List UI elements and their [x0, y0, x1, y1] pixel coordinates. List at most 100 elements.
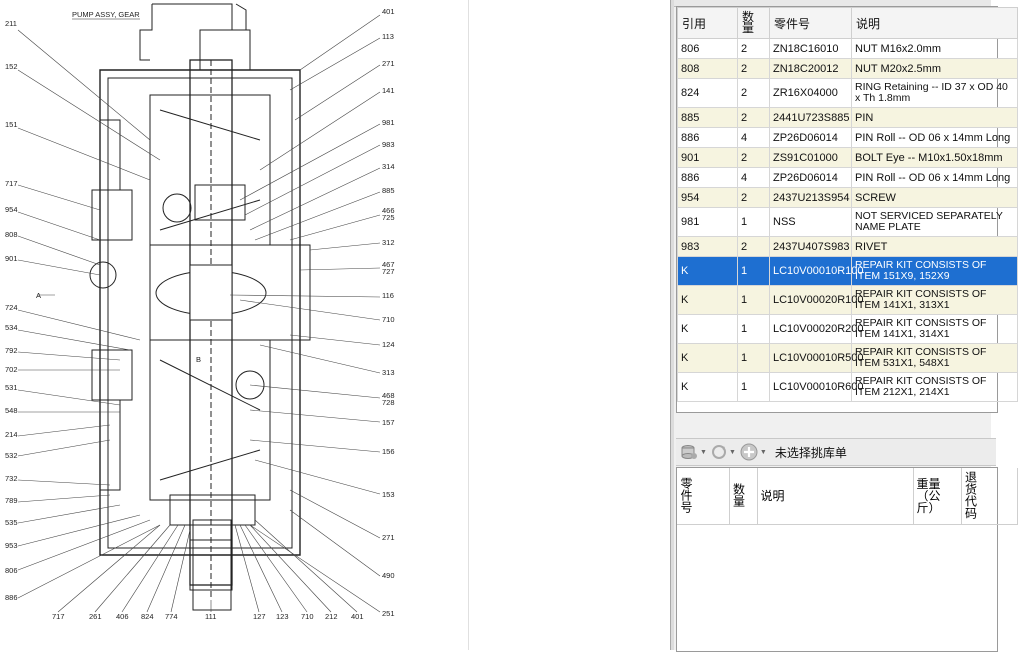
- cell-qty: 4: [737, 127, 770, 148]
- cell-desc: SCREW: [851, 187, 1018, 208]
- callout-label: 152: [5, 62, 18, 71]
- cell-part-no: ZP26D06014: [769, 127, 852, 148]
- parts-table-header: 引用 数量 零件号 说明: [677, 7, 1018, 39]
- callout-label: 401: [351, 612, 364, 621]
- callout-label: 774: [165, 612, 178, 621]
- cell-part-no: LC10V00010R100: [769, 256, 864, 286]
- callout-label: 466: [382, 206, 395, 215]
- col-header-ref[interactable]: 引用: [677, 7, 738, 39]
- refresh-button[interactable]: ▼: [711, 444, 736, 460]
- cell-desc: REPAIR KIT CONSISTS OF ITEM 141X1, 313X1: [851, 285, 1018, 315]
- callout-label: 808: [5, 230, 18, 239]
- callout-label: 531: [5, 383, 18, 392]
- col-header-part-no[interactable]: 零件号: [769, 7, 852, 39]
- cell-qty: 2: [737, 187, 770, 208]
- callout-label: 212: [325, 612, 338, 621]
- callout-label: 251: [382, 609, 395, 618]
- cell-desc: NUT M16x2.0mm: [851, 38, 1018, 59]
- pick-col-desc[interactable]: 说明: [757, 468, 914, 525]
- callout-label: 901: [5, 254, 18, 263]
- cell-desc: BOLT Eye -- M10x1.50x18mm: [851, 147, 1018, 168]
- cell-desc: REPAIR KIT CONSISTS OF ITEM 141X1, 314X1: [851, 314, 1018, 344]
- callout-label: 806: [5, 566, 18, 575]
- pick-col-part-no[interactable]: 零件号: [677, 468, 730, 525]
- chevron-down-icon: ▼: [728, 448, 736, 456]
- callout-label: 954: [5, 205, 18, 214]
- callout-label: 157: [382, 418, 395, 427]
- callout-label: 401: [382, 7, 395, 16]
- callout-label: 886: [5, 593, 18, 602]
- pick-col-weight[interactable]: 重量（公斤）: [913, 468, 962, 525]
- callout-label: 792: [5, 346, 18, 355]
- cell-qty: 2: [737, 58, 770, 79]
- cell-desc: NOT SERVICED SEPARATELY NAME PLATE: [851, 207, 1018, 237]
- callout-label: 717: [52, 612, 65, 621]
- cell-ref: 983: [677, 236, 738, 257]
- cell-ref: 954: [677, 187, 738, 208]
- cell-desc: REPAIR KIT CONSISTS OF ITEM 212X1, 214X1: [851, 372, 1018, 402]
- cell-desc: NUT M20x2.5mm: [851, 58, 1018, 79]
- cell-qty: 2: [737, 236, 770, 257]
- callout-label: 710: [382, 315, 395, 324]
- col-header-qty-label: 数量: [742, 9, 755, 35]
- cell-desc: PIN Roll -- OD 06 x 14mm Long: [851, 127, 1018, 148]
- cell-part-no: ZN18C16010: [769, 38, 852, 59]
- cell-desc: REPAIR KIT CONSISTS OF ITEM 151X9, 152X9: [851, 256, 1018, 286]
- callout-label: 214: [5, 430, 18, 439]
- cell-qty: 1: [737, 256, 770, 286]
- pick-list-menu-button[interactable]: ▼: [680, 444, 707, 460]
- callout-label: 532: [5, 451, 18, 460]
- cell-part-no: LC10V00010R600: [769, 372, 864, 402]
- cell-qty: 1: [737, 343, 770, 373]
- callout-label: 717: [5, 179, 18, 188]
- callout-label: 953: [5, 541, 18, 550]
- cell-ref: 901: [677, 147, 738, 168]
- callout-label: 535: [5, 518, 18, 527]
- callout-label: 710: [301, 612, 314, 621]
- cell-part-no: LC10V00020R100: [769, 285, 864, 315]
- cell-ref: K: [677, 343, 738, 373]
- callout-label: 467: [382, 260, 395, 269]
- pick-col-qty[interactable]: 数量: [729, 468, 758, 525]
- cell-ref: 885: [677, 107, 738, 128]
- cell-desc: RING Retaining -- ID 37 x OD 40 x Th 1.8…: [851, 78, 1018, 108]
- splitter[interactable]: [670, 0, 674, 650]
- callouts-right: 4011132711419819833148854667253124677271…: [382, 7, 395, 618]
- pick-col-return-code[interactable]: 退货代码: [961, 468, 1018, 525]
- cell-ref: 981: [677, 207, 738, 237]
- callout-label: 312: [382, 238, 395, 247]
- database-stack-icon: [681, 445, 697, 459]
- callout-label: 490: [382, 571, 395, 580]
- cell-ref: K: [677, 285, 738, 315]
- add-button[interactable]: ▼: [740, 443, 767, 461]
- col-header-qty[interactable]: 数量: [737, 7, 770, 39]
- section-mark-a: A: [36, 291, 41, 300]
- pick-list-toolbar: ▼ ▼ ▼ 未选择挑库单: [676, 438, 996, 466]
- cell-desc: PIN: [851, 107, 1018, 128]
- callout-label: 789: [5, 496, 18, 505]
- callout-label: 124: [382, 340, 395, 349]
- callout-label: 702: [5, 365, 18, 374]
- cell-desc: REPAIR KIT CONSISTS OF ITEM 531X1, 548X1: [851, 343, 1018, 373]
- pick-col-part-no-label: 零件号: [679, 477, 693, 513]
- cell-qty: 2: [737, 107, 770, 128]
- col-header-desc[interactable]: 说明: [851, 7, 1018, 39]
